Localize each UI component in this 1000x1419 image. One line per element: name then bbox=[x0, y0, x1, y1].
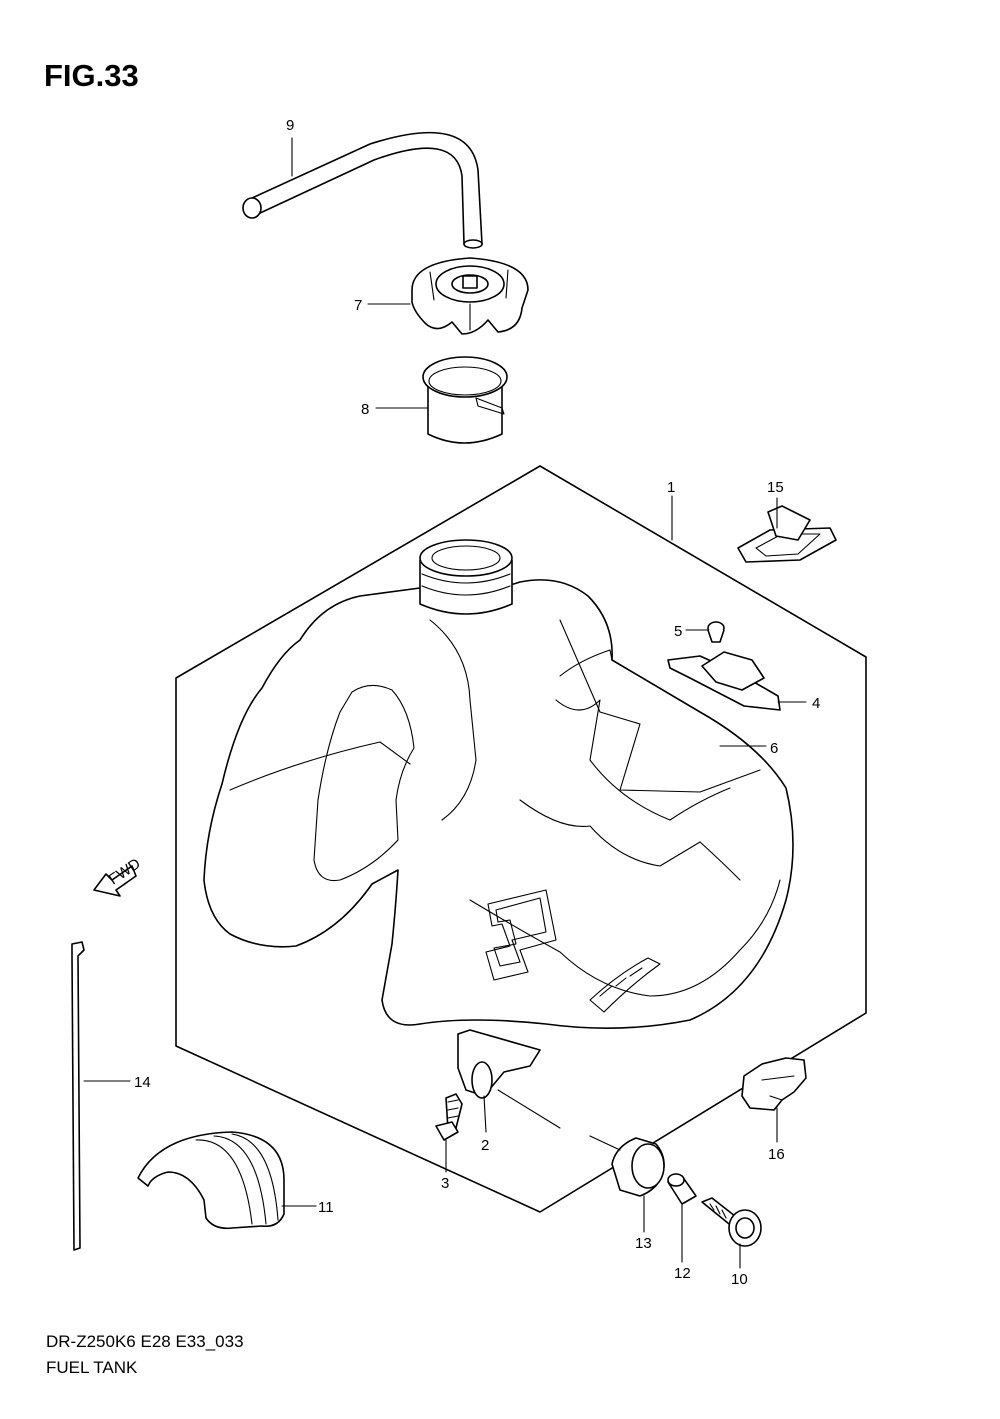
breather-hose-part[interactable] bbox=[242, 131, 483, 249]
rubber-cushion-part[interactable] bbox=[137, 1131, 285, 1230]
tank-bracket-part[interactable] bbox=[457, 1029, 541, 1099]
callout-15[interactable]: 15 bbox=[767, 479, 784, 496]
plate-screw-part[interactable] bbox=[707, 621, 725, 643]
cap-ring-part[interactable] bbox=[422, 356, 508, 444]
spacer-collar-part[interactable] bbox=[667, 1173, 697, 1205]
leader-lines bbox=[83, 137, 807, 1269]
mount-plate-part[interactable] bbox=[667, 651, 781, 711]
callout-labels: 9 7 8 1 15 5 4 6 14 2 3 11 13 12 10 16 bbox=[134, 117, 820, 1288]
callout-14[interactable]: 14 bbox=[134, 1074, 151, 1091]
fuel-tank-part[interactable] bbox=[203, 539, 794, 1029]
callout-9[interactable]: 9 bbox=[286, 117, 294, 134]
callout-10[interactable]: 10 bbox=[731, 1271, 748, 1288]
callout-6[interactable]: 6 bbox=[770, 740, 778, 757]
mounting-bolt-part[interactable] bbox=[701, 1197, 762, 1247]
bracket-bolt-part[interactable] bbox=[435, 1093, 463, 1141]
rubber-grommet-part[interactable] bbox=[611, 1137, 665, 1197]
callout-3[interactable]: 3 bbox=[441, 1175, 449, 1192]
figure-title: FIG.33 bbox=[44, 58, 139, 93]
callout-16[interactable]: 16 bbox=[768, 1146, 785, 1163]
model-code: DR-Z250K6 E28 E33_033 bbox=[46, 1332, 244, 1351]
rubber-clip-part[interactable] bbox=[741, 1057, 807, 1111]
callout-4[interactable]: 4 bbox=[812, 695, 820, 712]
callout-11[interactable]: 11 bbox=[318, 1199, 334, 1216]
callout-13[interactable]: 13 bbox=[635, 1235, 652, 1252]
callout-7[interactable]: 7 bbox=[354, 297, 362, 314]
fuel-cap-part[interactable] bbox=[411, 257, 529, 335]
assembly-boundary bbox=[175, 465, 867, 1213]
callout-1[interactable]: 1 bbox=[667, 479, 675, 496]
callout-5[interactable]: 5 bbox=[674, 623, 682, 640]
cable-tie-part[interactable] bbox=[71, 941, 85, 1251]
callout-12[interactable]: 12 bbox=[674, 1265, 691, 1282]
assembly-name: FUEL TANK bbox=[46, 1358, 138, 1377]
callout-8[interactable]: 8 bbox=[361, 401, 369, 418]
hose-clamp-part[interactable] bbox=[737, 505, 837, 563]
callout-2[interactable]: 2 bbox=[481, 1137, 489, 1154]
forward-direction-arrow: FWD bbox=[93, 855, 144, 897]
